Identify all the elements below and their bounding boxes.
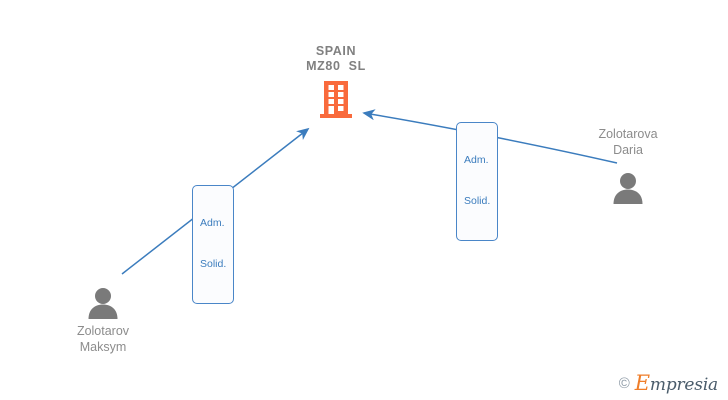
person-left-name-line2: Maksym [79, 340, 127, 354]
edge-label-right[interactable]: Adm. Solid. [456, 122, 499, 241]
person-icon [88, 288, 118, 319]
edge-label-left-line2: Solid. [200, 257, 227, 270]
building-icon [320, 81, 352, 118]
edge-label-right-line1: Adm. [464, 154, 489, 166]
company-icon-wrap [268, 79, 404, 123]
person-icon [613, 173, 643, 204]
brand-wordmark: Empresia [635, 373, 718, 394]
person-left-icon-wrap [28, 283, 178, 323]
company-node[interactable]: SPAIN MZ80 SL [268, 44, 404, 123]
person-node-zolotarov-maksym[interactable]: Zolotarov Maksym [28, 283, 178, 355]
edge-label-left-line1: Adm. [200, 217, 225, 229]
watermark: © Empresia [619, 373, 718, 394]
person-node-zolotarova-daria[interactable]: Zolotarova Daria [553, 126, 703, 208]
person-right-name-line2: Daria [613, 143, 643, 157]
person-left-name-line1: Zolotarov [76, 324, 130, 338]
person-right-icon-wrap [553, 168, 703, 208]
person-right-name-line1: Zolotarova [598, 127, 658, 141]
brand-initial: E [634, 371, 650, 395]
copyright-icon: © [618, 375, 630, 392]
company-name-line1: SPAIN [315, 44, 357, 58]
company-name-line2: MZ80 SL [306, 59, 366, 73]
edge-label-right-line2: Solid. [464, 194, 491, 207]
brand-rest: mpresia [649, 375, 718, 395]
edge-label-left[interactable]: Adm. Solid. [192, 185, 235, 304]
